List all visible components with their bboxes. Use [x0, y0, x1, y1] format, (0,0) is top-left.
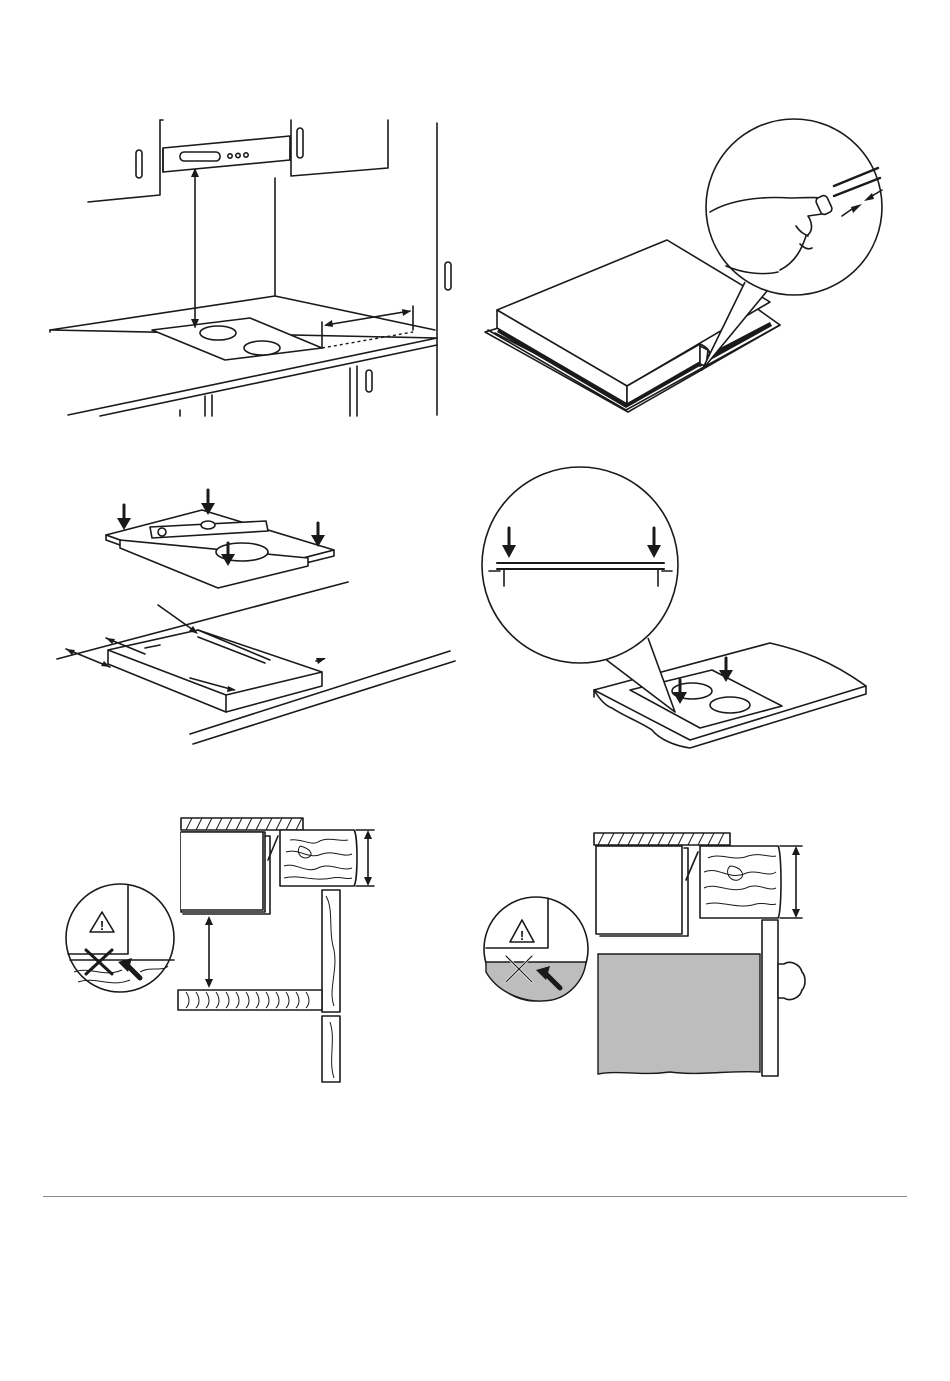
knob-icon — [778, 962, 805, 999]
warning-symbol: ! — [520, 928, 524, 943]
warning-symbol: ! — [100, 918, 104, 933]
figure-pressing-hob — [478, 460, 878, 760]
magnifier-circle-icon — [482, 467, 678, 663]
warning-circle: ! — [484, 897, 588, 1001]
cabinet-handle-icon — [136, 150, 142, 178]
figure-levelling — [55, 485, 465, 750]
page-divider — [43, 1196, 907, 1197]
figure-above-oven: ! — [482, 828, 812, 1083]
figure-seal-strip — [478, 118, 898, 418]
figure-hob-under-hood — [40, 115, 450, 425]
warning-circle: ! — [66, 884, 174, 992]
figure-above-drawer: ! — [60, 810, 390, 1090]
oven-body — [598, 954, 760, 1074]
